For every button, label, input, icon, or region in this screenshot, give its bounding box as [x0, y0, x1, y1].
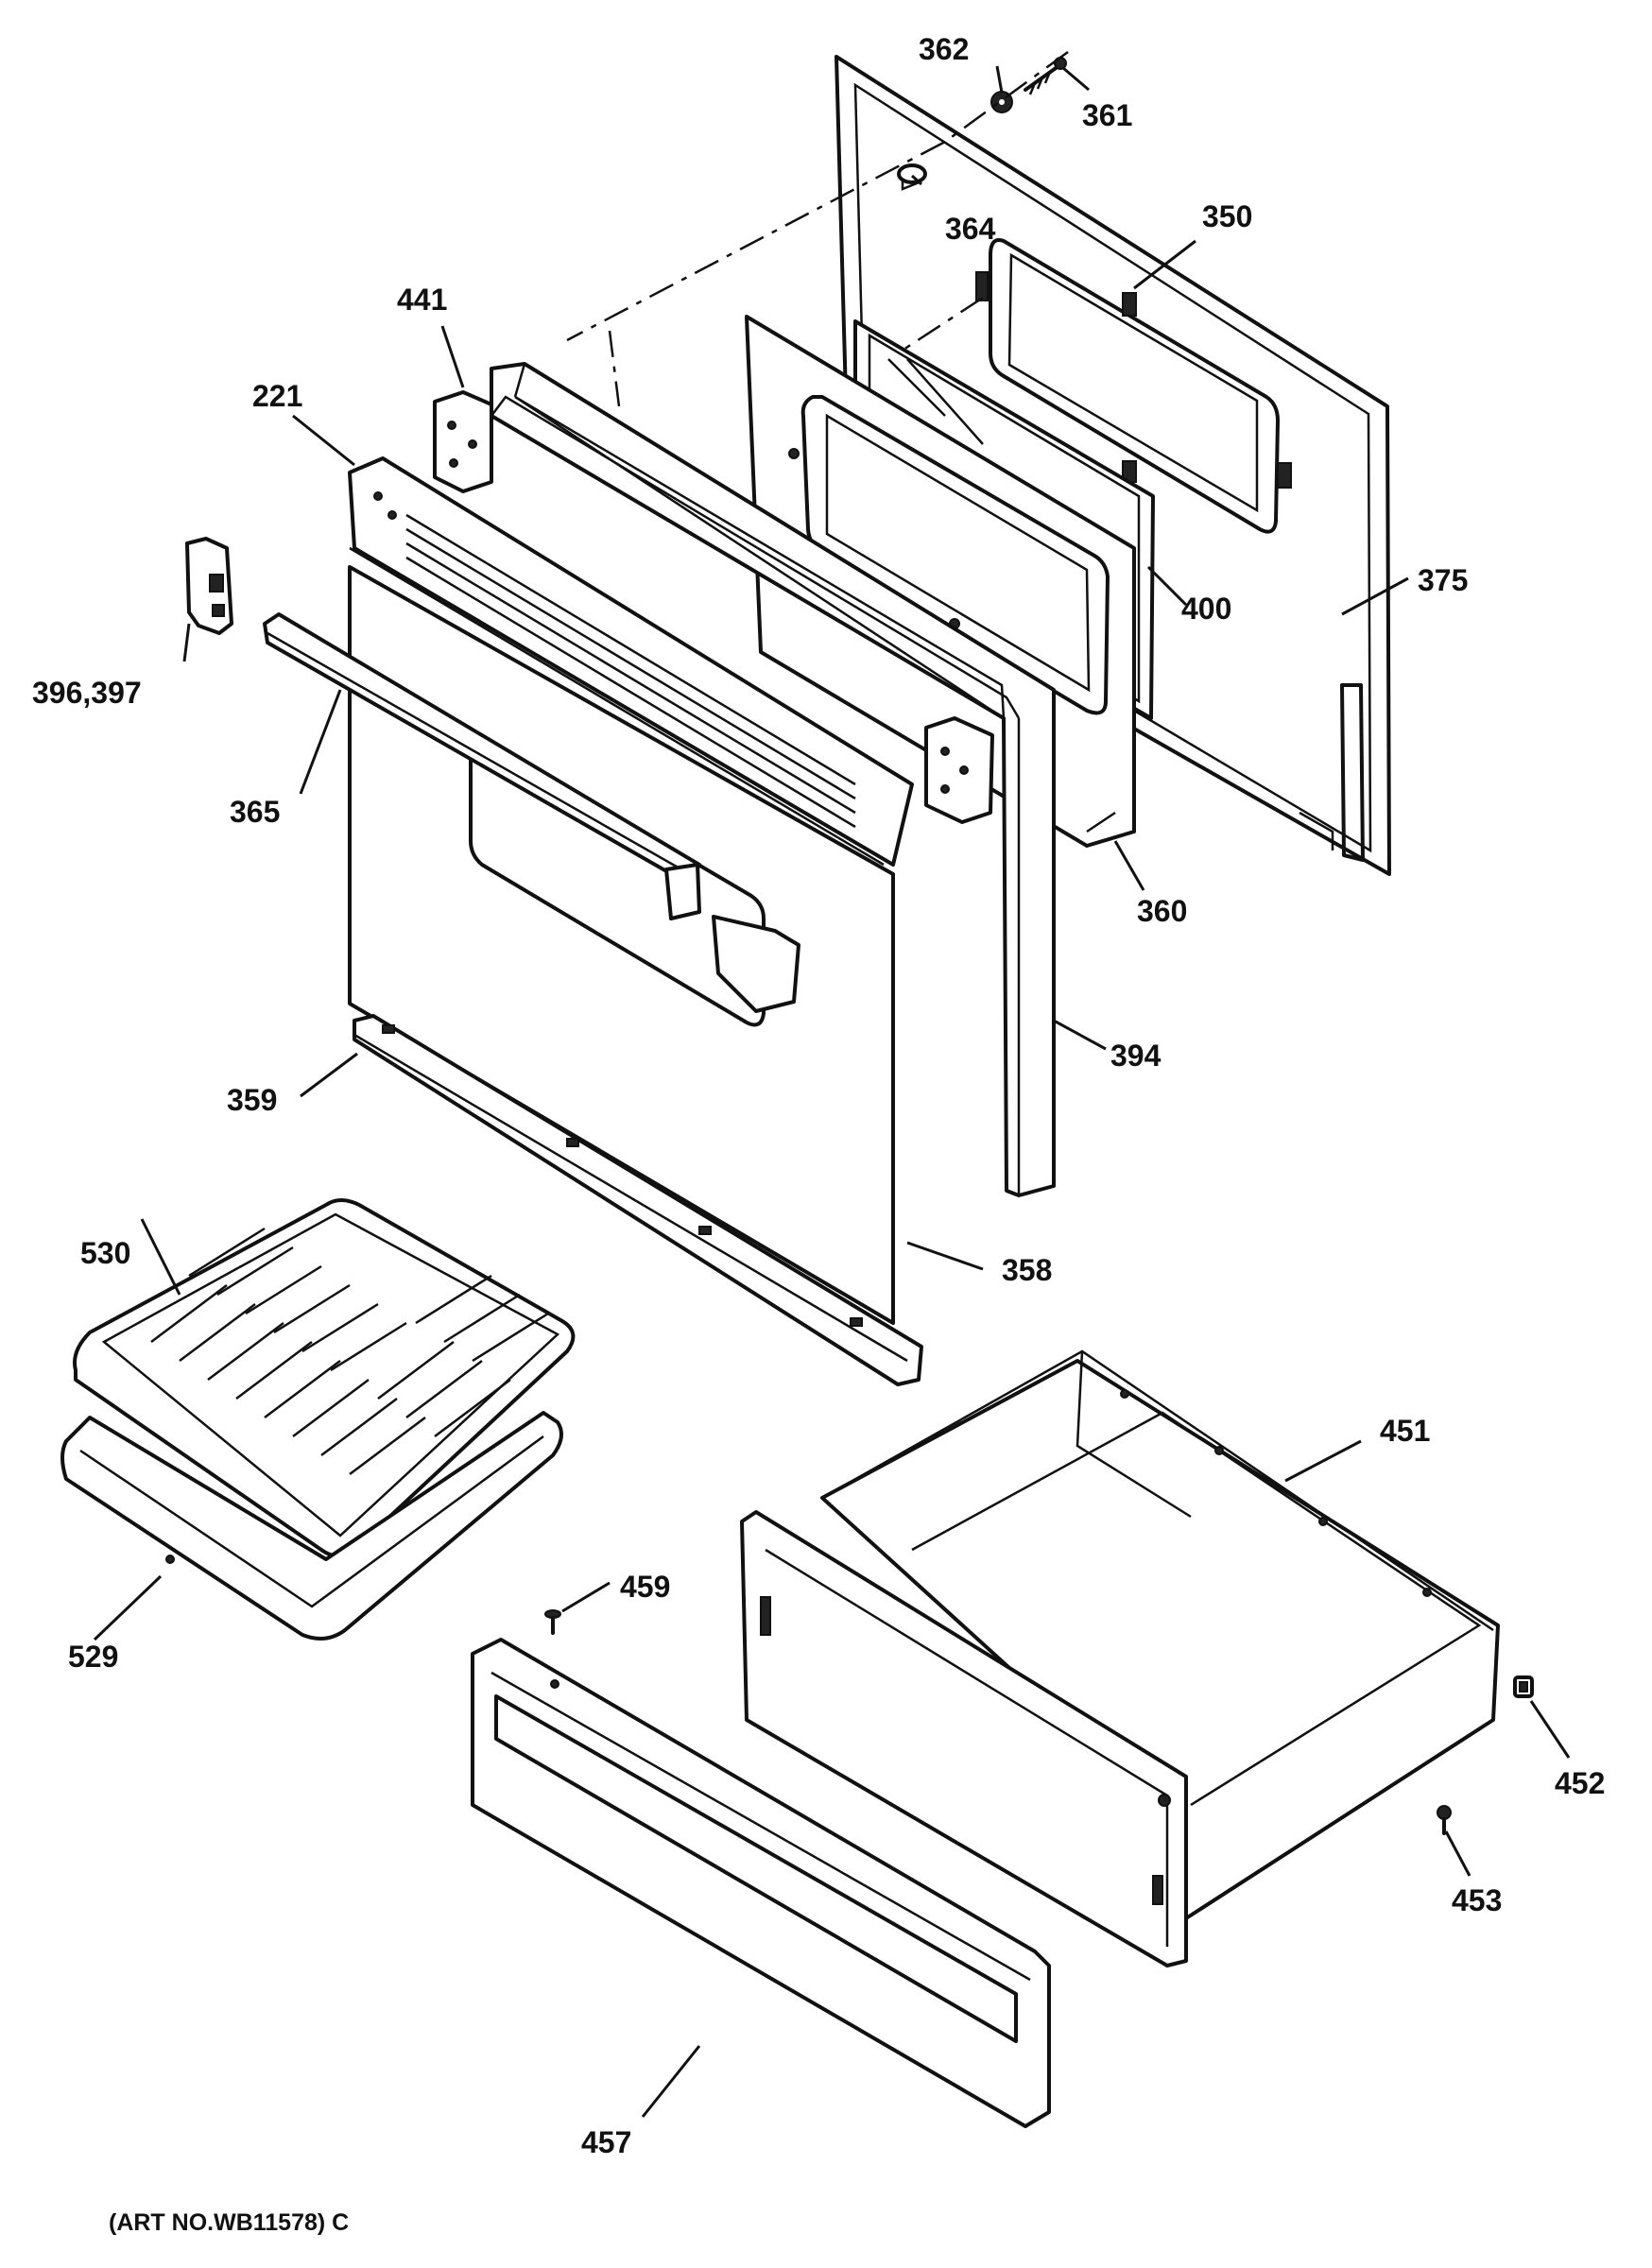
drawer-clip	[1513, 1675, 1534, 1698]
callout-457: 457	[581, 2125, 631, 2159]
hinge-bracket	[924, 716, 994, 824]
callout-350: 350	[1202, 199, 1252, 233]
callout-459: 459	[620, 1570, 670, 1604]
callout-365: 365	[230, 795, 280, 829]
callout-441: 441	[397, 283, 447, 317]
broiler-pan	[60, 1411, 563, 1641]
outer-door-panel	[835, 55, 1391, 876]
leader-lines	[93, 65, 1571, 2118]
callout-362: 362	[919, 32, 969, 66]
callout-360: 360	[1137, 894, 1187, 928]
callout-358: 358	[1002, 1253, 1052, 1287]
callout-529: 529	[68, 1640, 118, 1674]
callout-400: 400	[1181, 592, 1231, 626]
drawer-plug	[1437, 1805, 1452, 1835]
hinge-bracket	[433, 390, 493, 493]
handle-end-cap	[185, 537, 233, 635]
bottom-trim	[353, 1014, 923, 1386]
door-frame	[490, 362, 1056, 1197]
assembly-line	[608, 330, 621, 407]
vent-trim	[348, 456, 914, 867]
callout-453: 453	[1452, 1883, 1502, 1917]
callout-530: 530	[80, 1236, 130, 1270]
callout-364: 364	[945, 212, 996, 246]
spacer-part	[897, 163, 927, 191]
broiler-grid	[73, 1198, 576, 1558]
callout-396-397: 396,397	[32, 676, 142, 710]
callout-375: 375	[1418, 563, 1468, 597]
callout-359: 359	[227, 1083, 277, 1117]
drawer-side-panel	[740, 1510, 1188, 1967]
door-handle	[263, 612, 701, 920]
callout-labels: 362 361 364 350 441 221 396,397 365 400 …	[32, 32, 1605, 2159]
drawer-front	[471, 1638, 1051, 2128]
screw-part	[1024, 57, 1067, 95]
drawer-screw	[544, 1609, 561, 1635]
callout-451: 451	[1380, 1414, 1430, 1448]
callout-361: 361	[1082, 98, 1132, 132]
art-number: (ART NO.WB11578) C	[109, 2209, 349, 2236]
callout-452: 452	[1555, 1766, 1605, 1800]
callout-221: 221	[252, 379, 302, 413]
callout-394: 394	[1110, 1039, 1162, 1073]
